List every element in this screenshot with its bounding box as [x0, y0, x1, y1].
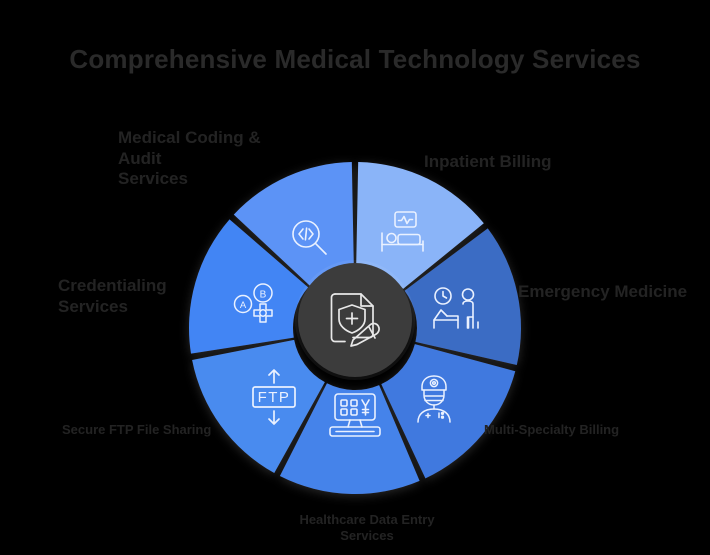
- label-data-entry: Healthcare Data Entry Services: [299, 512, 435, 543]
- label-code-audit: Medical Coding & Audit Services: [118, 128, 261, 189]
- label-ftp: Secure FTP File Sharing: [62, 422, 212, 437]
- wheel-segment-ftp[interactable]: [189, 219, 309, 354]
- label-inpatient: Inpatient Billing: [424, 152, 552, 171]
- wheel-segment-code-audit[interactable]: [356, 162, 484, 289]
- label-credentialing: Credentialing Services: [58, 276, 167, 316]
- wheel-segment-physician[interactable]: [279, 383, 420, 494]
- medical-document-shield-pen-icon: [330, 293, 380, 347]
- label-observation: Emergency Medicine: [518, 282, 688, 301]
- page-title: Comprehensive Medical Technology Service…: [69, 44, 641, 74]
- label-physician: Multi-Specialty Billing: [484, 422, 620, 437]
- center-hub: [298, 263, 412, 377]
